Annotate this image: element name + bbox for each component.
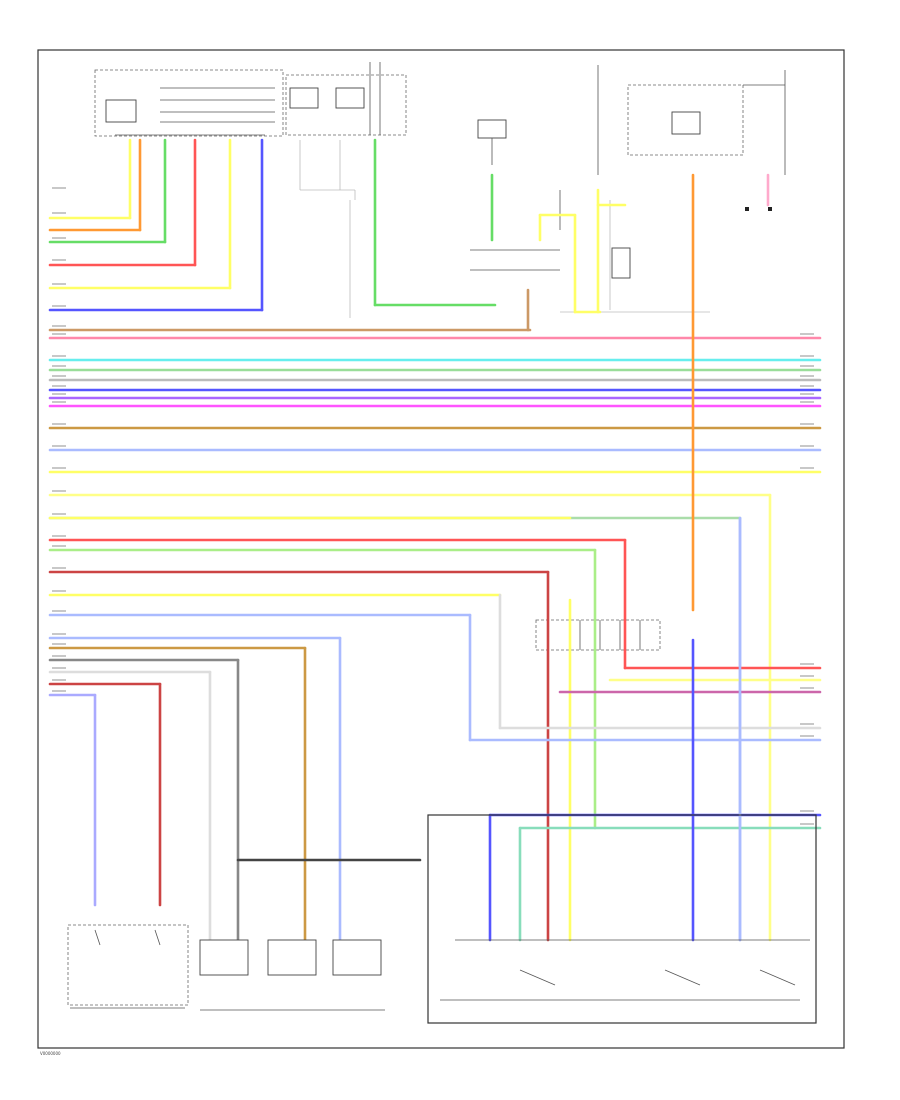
label-speck — [52, 423, 66, 425]
label-speck — [52, 467, 66, 469]
label-speck — [800, 687, 814, 689]
label-speck — [800, 393, 814, 395]
label-speck — [52, 490, 66, 492]
label-speck — [800, 401, 814, 403]
label-speck — [52, 393, 66, 395]
diagram-border — [37, 49, 845, 1049]
label-speck — [52, 283, 66, 285]
label-speck — [52, 401, 66, 403]
label-speck — [52, 655, 66, 657]
label-speck — [52, 212, 66, 214]
label-speck — [52, 535, 66, 537]
label-speck — [52, 325, 66, 327]
label-speck — [800, 375, 814, 377]
middle-relay-switch — [470, 119, 560, 271]
label-speck — [52, 567, 66, 569]
label-speck — [52, 375, 66, 377]
middle-section-wires — [48, 516, 822, 942]
bus-wires — [48, 328, 822, 942]
label-speck — [800, 810, 814, 812]
label-speck — [800, 735, 814, 737]
label-speck — [800, 355, 814, 357]
label-speck — [52, 333, 66, 335]
middle-connector-module — [535, 619, 661, 651]
top-middle-switch-box — [285, 62, 407, 318]
label-speck — [52, 365, 66, 367]
label-speck — [52, 237, 66, 239]
label-speck — [52, 187, 66, 189]
label-speck — [800, 423, 814, 425]
wire-label-specks — [52, 187, 814, 825]
bottom-left-switches — [67, 924, 189, 1009]
top-left-drops — [48, 138, 264, 312]
label-speck — [800, 385, 814, 387]
label-speck — [800, 675, 814, 677]
page-code: V0000000 — [40, 1051, 61, 1056]
label-speck — [52, 355, 66, 357]
label-speck — [52, 610, 66, 612]
label-speck — [52, 643, 66, 645]
label-speck — [52, 667, 66, 669]
label-speck — [52, 545, 66, 547]
label-speck — [800, 663, 814, 665]
lower-left-wires — [48, 636, 422, 942]
label-speck — [800, 333, 814, 335]
label-speck — [52, 690, 66, 692]
top-right-relay-box — [559, 65, 786, 313]
top-left-control-module — [94, 69, 284, 137]
label-speck — [800, 365, 814, 367]
label-speck — [800, 445, 814, 447]
label-speck — [52, 590, 66, 592]
bottom-center-solenoids — [199, 939, 385, 1011]
label-speck — [800, 823, 814, 825]
label-speck — [800, 467, 814, 469]
label-speck — [52, 679, 66, 681]
label-speck — [52, 259, 66, 261]
pink-connector-wires — [745, 173, 772, 211]
label-speck — [52, 385, 66, 387]
label-speck — [52, 513, 66, 515]
label-speck — [52, 305, 66, 307]
label-speck — [52, 445, 66, 447]
bottom-right-switch-module — [427, 814, 817, 1024]
label-speck — [800, 723, 814, 725]
green-relay-wire — [373, 138, 627, 332]
label-speck — [52, 633, 66, 635]
